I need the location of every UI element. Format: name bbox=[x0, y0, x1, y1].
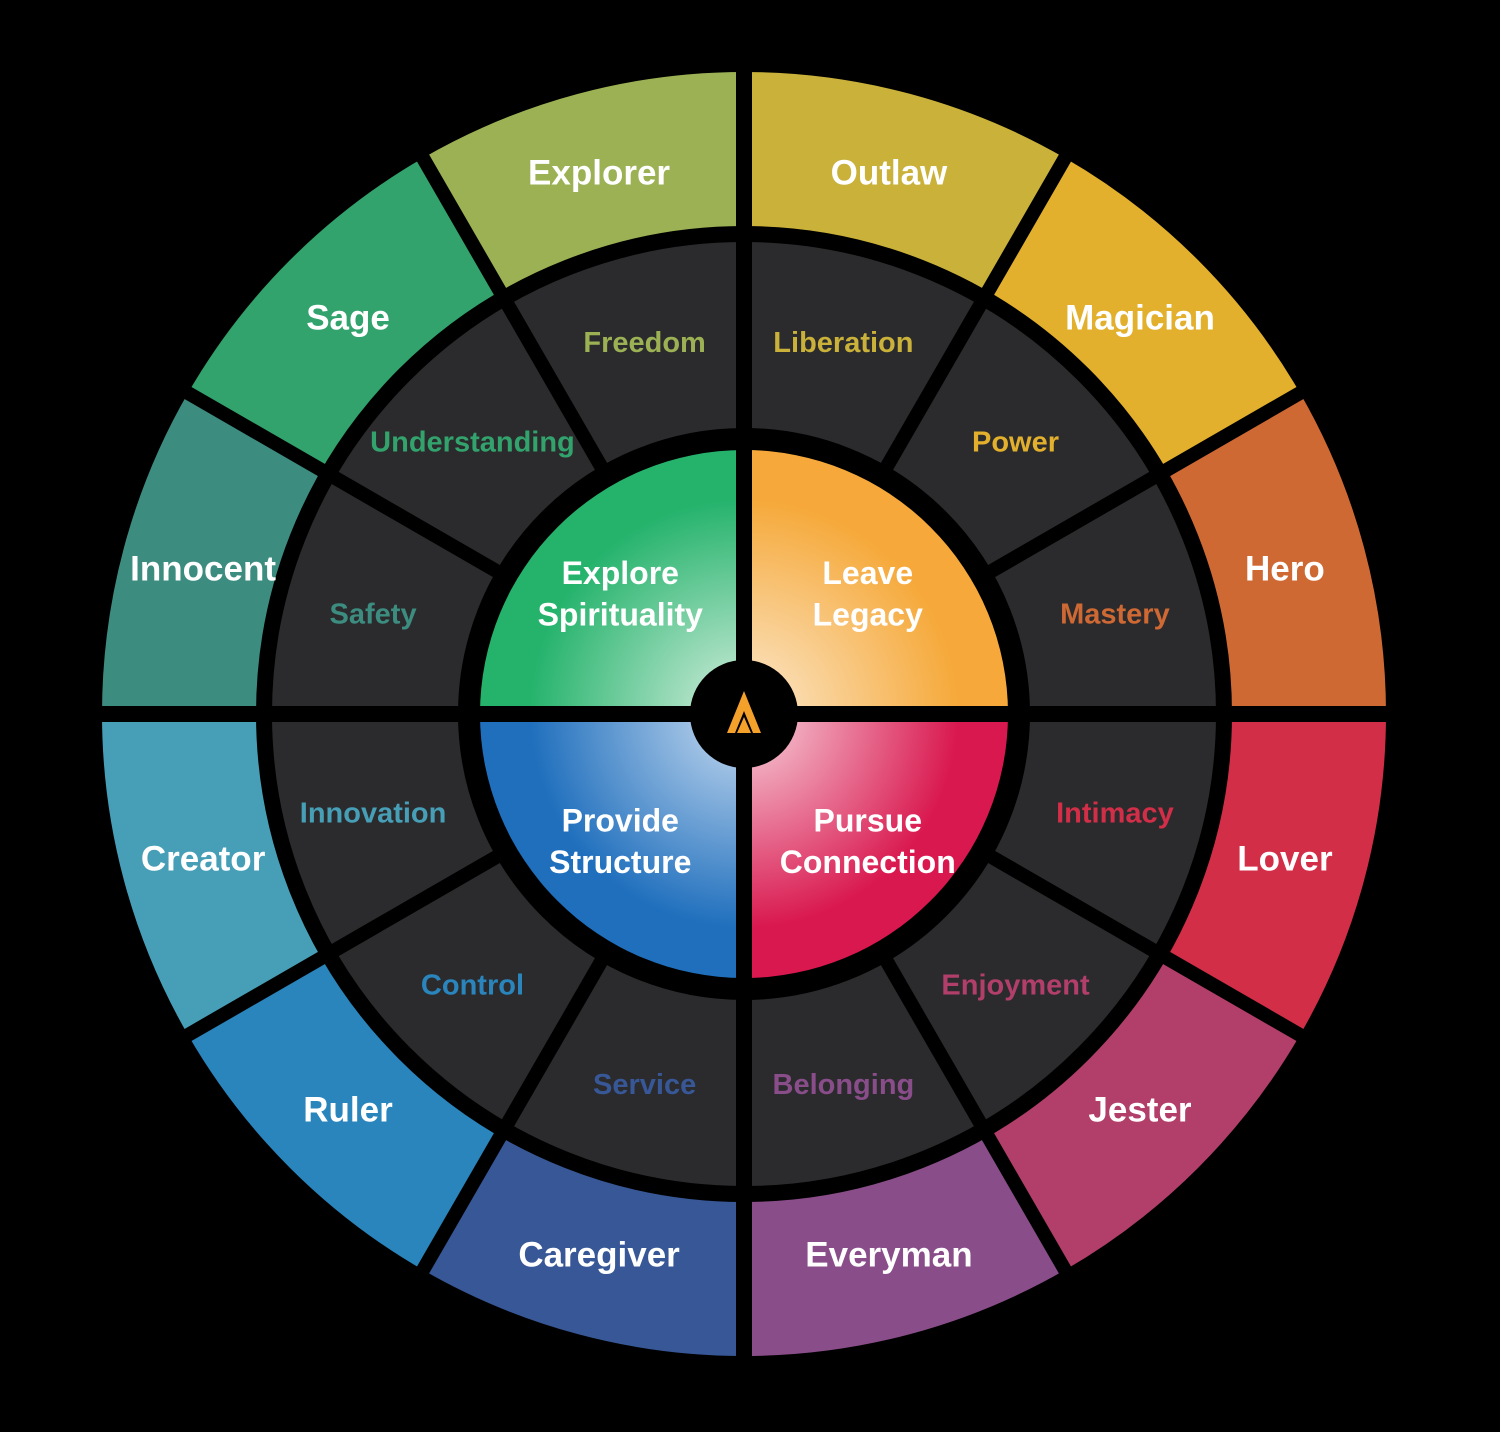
segment-jester bbox=[984, 954, 1300, 1270]
value-segment-mastery bbox=[989, 474, 1224, 714]
segment-lover bbox=[1159, 714, 1386, 1035]
value-segment-understanding bbox=[328, 298, 602, 572]
value-label-power: Power bbox=[972, 426, 1059, 458]
segment-hero bbox=[1159, 393, 1386, 714]
value-label-enjoyment: Enjoyment bbox=[941, 970, 1090, 1002]
value-segment-freedom bbox=[504, 234, 744, 469]
segment-magician bbox=[984, 158, 1300, 474]
archetype-label-hero: Hero bbox=[1245, 550, 1325, 589]
core-quadrants bbox=[480, 450, 1008, 978]
segment-sage bbox=[188, 158, 504, 474]
segment-explorer bbox=[423, 71, 744, 299]
core-label-line1: Pursue bbox=[814, 802, 922, 838]
value-label-intimacy: Intimacy bbox=[1056, 797, 1174, 829]
value-segment-safety bbox=[264, 474, 499, 714]
divider-line bbox=[414, 946, 615, 1277]
logo-triangle-icon bbox=[727, 691, 761, 733]
archetype-label-explorer: Explorer bbox=[528, 154, 670, 193]
value-label-liberation: Liberation bbox=[773, 327, 913, 359]
archetype-label-outlaw: Outlaw bbox=[831, 154, 948, 193]
archetype-label-lover: Lover bbox=[1237, 839, 1333, 878]
segment-everyman bbox=[744, 1129, 1065, 1356]
value-segment-intimacy bbox=[989, 714, 1224, 954]
value-segment-control bbox=[328, 856, 602, 1130]
value-label-safety: Safety bbox=[330, 599, 417, 631]
value-label-control: Control bbox=[421, 970, 524, 1002]
segment-ruler bbox=[188, 954, 504, 1270]
archetype-label-sage: Sage bbox=[306, 299, 390, 338]
core-label-line2: Structure bbox=[549, 844, 691, 880]
archetype-label-caregiver: Caregiver bbox=[518, 1235, 680, 1274]
core-explore-spirituality bbox=[480, 450, 744, 714]
archetype-label-jester: Jester bbox=[1088, 1090, 1192, 1129]
segment-creator bbox=[102, 714, 329, 1035]
divider-line bbox=[873, 151, 1074, 482]
value-label-service: Service bbox=[593, 1069, 696, 1101]
value-segment-liberation bbox=[744, 234, 984, 469]
archetype-label-innocent: Innocent bbox=[130, 550, 276, 589]
value-label-belonging: Belonging bbox=[773, 1069, 915, 1101]
dividers bbox=[98, 68, 1390, 1360]
value-label-understanding: Understanding bbox=[370, 426, 575, 458]
archetype-label-magician: Magician bbox=[1065, 299, 1215, 338]
archetype-label-everyman: Everyman bbox=[805, 1235, 972, 1274]
core-label-line2: Spirituality bbox=[538, 596, 704, 632]
value-segment-innovation bbox=[264, 714, 499, 954]
middle-ring bbox=[264, 234, 1224, 1194]
logo bbox=[690, 660, 798, 768]
core-pursue-connection bbox=[744, 714, 1008, 978]
value-segment-enjoyment bbox=[886, 856, 1160, 1130]
segment-innocent bbox=[102, 393, 329, 714]
segment-caregiver bbox=[423, 1129, 744, 1356]
divider-line bbox=[181, 843, 512, 1044]
value-label-freedom: Freedom bbox=[583, 327, 705, 359]
logo-badge bbox=[690, 660, 798, 768]
divider-line bbox=[414, 151, 615, 482]
value-segment-belonging bbox=[744, 959, 984, 1194]
divider-line bbox=[181, 384, 512, 585]
core-provide-structure bbox=[480, 714, 744, 978]
divider-line bbox=[873, 946, 1074, 1277]
core-label-line1: Explore bbox=[562, 555, 679, 591]
core-label-line2: Connection bbox=[780, 844, 956, 880]
value-label-mastery: Mastery bbox=[1060, 599, 1170, 631]
archetype-label-creator: Creator bbox=[141, 839, 266, 878]
value-segment-service bbox=[504, 959, 744, 1194]
core-leave-legacy bbox=[744, 450, 1008, 714]
divider-line bbox=[976, 843, 1307, 1044]
divider-line bbox=[976, 384, 1307, 585]
value-segment-power bbox=[886, 298, 1160, 572]
core-label-line2: Legacy bbox=[813, 596, 923, 632]
core-label-line1: Provide bbox=[562, 802, 679, 838]
core-label-line1: Leave bbox=[822, 555, 913, 591]
segment-outlaw bbox=[744, 72, 1065, 299]
value-label-innovation: Innovation bbox=[300, 797, 447, 829]
archetype-label-ruler: Ruler bbox=[303, 1090, 393, 1129]
